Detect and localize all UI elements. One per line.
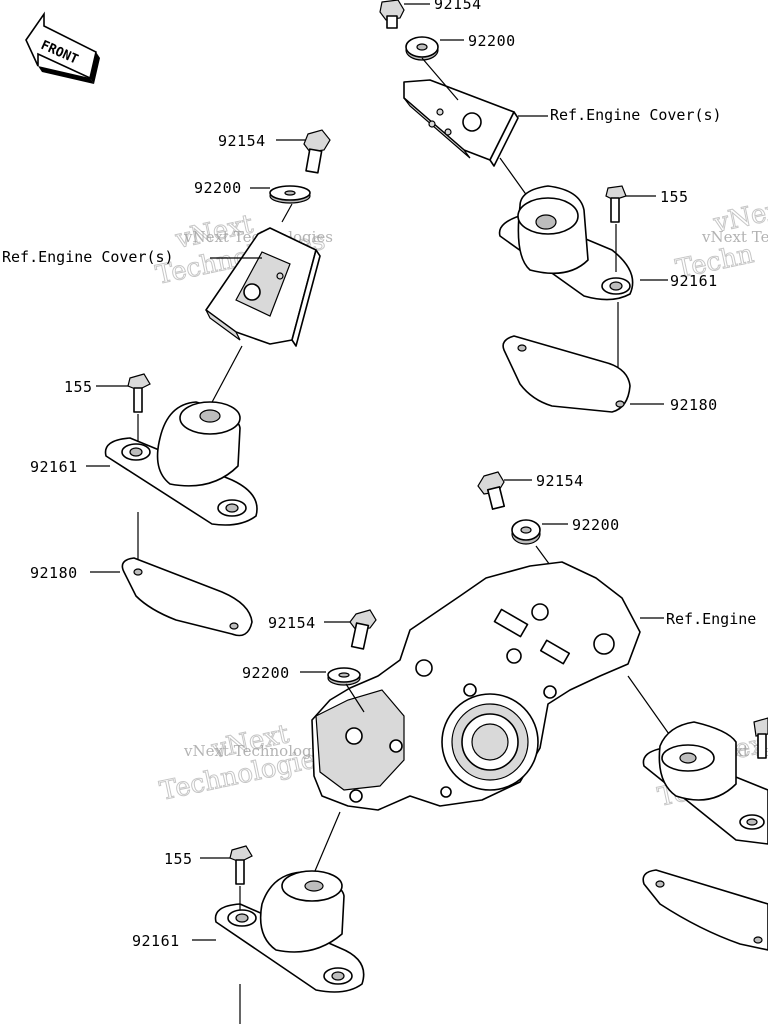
engine-bracket-top: Ref.Engine Cover(s) <box>403 57 722 167</box>
plate-92180-top: 92180 <box>502 335 718 414</box>
rubber-mount-92161-bottom <box>214 870 365 993</box>
center-fasteners: 92154 92200 <box>242 609 377 713</box>
label-92200: 92200 <box>468 32 516 50</box>
watermark-center: vNext Technologies vNext Technologies <box>157 719 333 808</box>
watermark-brand: vNext Technologies <box>183 742 333 760</box>
left-assembly: 92154 92200 Ref.Engine Cover(s) <box>2 129 331 637</box>
label-92154: 92154 <box>536 472 584 490</box>
bolt-155-bottom: 155 <box>164 845 253 910</box>
label-92154: 92154 <box>218 132 266 150</box>
bolt-92154-top: 92154 <box>379 0 482 29</box>
label-155: 155 <box>660 188 689 206</box>
plate-92180-left: 92180 <box>30 557 253 637</box>
label-92161: 92161 <box>132 932 180 950</box>
bolt-155-left: 155 <box>64 373 151 442</box>
label-92161: 92161 <box>670 272 718 290</box>
washer-92200-center: 92200 <box>242 664 361 686</box>
label-155: 155 <box>164 850 193 868</box>
bolt-92154-left: 92154 <box>218 129 331 174</box>
label-92200: 92200 <box>194 179 242 197</box>
rubber-mount-92161-left <box>104 401 258 526</box>
top-assembly: 92154 92200 Ref.Engine Cover(s) <box>379 0 722 414</box>
label-92200: 92200 <box>572 516 620 534</box>
label-92161: 92161 <box>30 458 78 476</box>
label-92180: 92180 <box>670 396 718 414</box>
engine-bracket-left: Ref.Engine Cover(s) <box>2 227 321 347</box>
washer-92200-top: 92200 <box>405 32 516 61</box>
label-92180: 92180 <box>30 564 78 582</box>
watermark-brand-partial: vNext Te <box>701 228 768 246</box>
bolt-92154-center: 92154 <box>268 609 377 650</box>
engine-case: Ref.Engine <box>311 561 756 811</box>
front-arrow-icon: FRONT <box>25 11 100 84</box>
label-92154: 92154 <box>434 0 482 13</box>
right-edge-assembly <box>627 675 768 951</box>
washer-92200-left: 92200 <box>194 179 311 204</box>
bottom-assembly: 155 92161 <box>132 811 365 1024</box>
washer-92200-mid: 92200 <box>511 516 620 545</box>
bolt-155-top: 155 <box>605 185 689 272</box>
label-92200: 92200 <box>242 664 290 682</box>
ref-engine-cover: Ref.Engine Cover(s) <box>2 248 174 266</box>
label-92154: 92154 <box>268 614 316 632</box>
rubber-mount-92161-top <box>498 185 634 301</box>
mid-fasteners: 92154 92200 <box>477 471 620 637</box>
ref-engine-cover: Ref.Engine Cover(s) <box>550 106 722 124</box>
label-155: 155 <box>64 378 93 396</box>
ref-engine-cover: Ref.Engine <box>666 610 756 628</box>
bolt-92154-mid: 92154 <box>477 471 584 510</box>
